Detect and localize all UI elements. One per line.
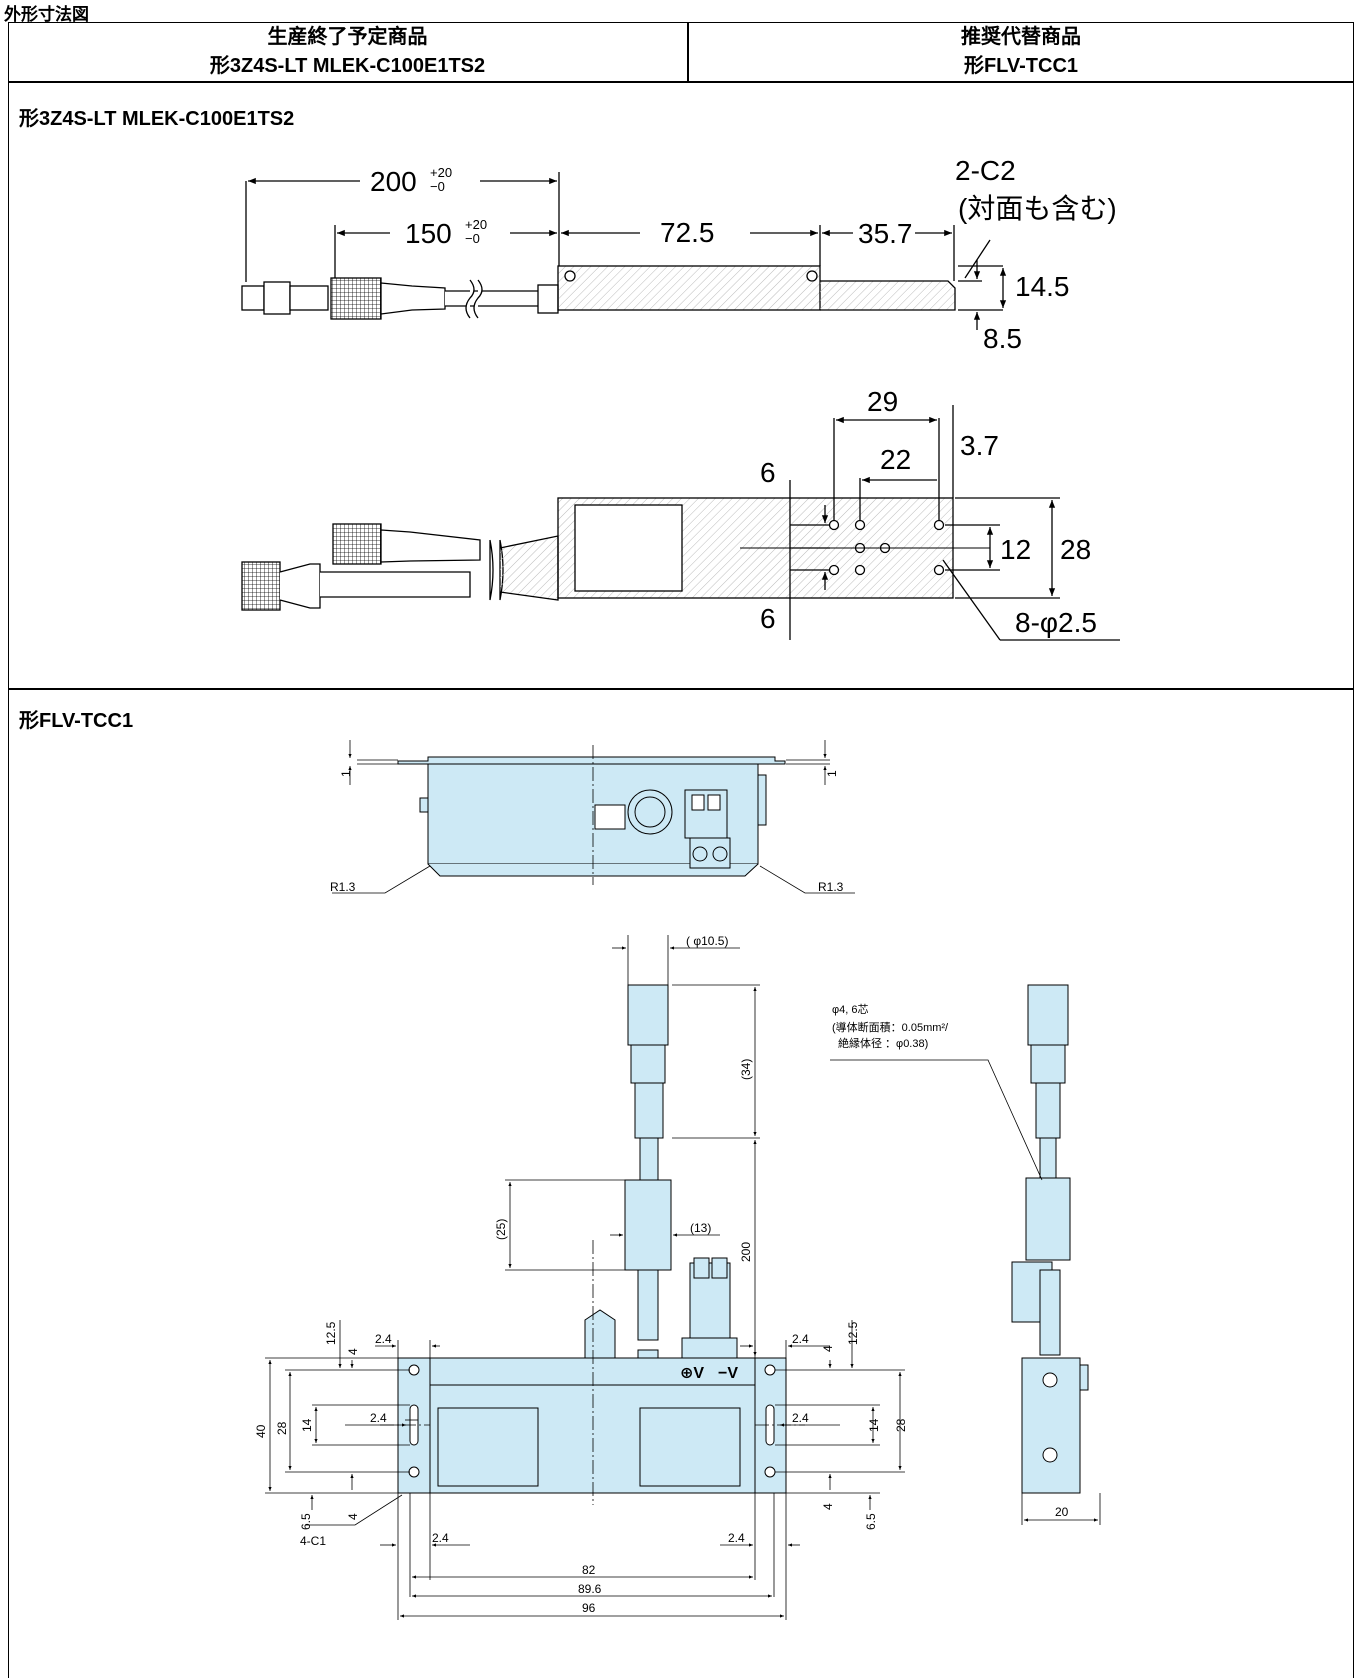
- flv-dim-13: (13): [690, 1221, 711, 1235]
- flv-dim-28-right: 28: [894, 1418, 908, 1432]
- table-header-replacement: 推奨代替商品 形FLV-TCC1: [688, 23, 1354, 81]
- flv-dim-r-right: R1.3: [818, 880, 844, 894]
- flv-dim-4-right-top: 4: [821, 1345, 835, 1352]
- flv-dim-2-4-bottom-left: 2.4: [432, 1531, 449, 1545]
- flv-cable-note-2: (導体断面積：0.05mm²/: [832, 1020, 949, 1034]
- dim-3-7: 3.7: [960, 430, 999, 461]
- flv-cable-note-1: φ4, 6芯: [832, 1002, 868, 1016]
- page-header: 外形寸法図: [4, 5, 89, 25]
- flv-dim-200: 200: [739, 1242, 753, 1262]
- flv-side-view: [1011, 984, 1089, 1494]
- header-col1-line1: 生産終了予定商品: [267, 26, 428, 48]
- flv-dim-2-4-bottom-right: 2.4: [728, 1531, 745, 1545]
- dim-200-tol-plus: +20: [430, 165, 452, 180]
- section2-title: 形FLV-TCC1: [19, 710, 134, 732]
- flv-dim-2-4-mid-right: 2.4: [792, 1411, 809, 1425]
- flv-dim-82: 82: [582, 1563, 596, 1577]
- dim-200-tol-minus: −0: [430, 179, 445, 194]
- header-col2-line1: 推奨代替商品: [961, 26, 1081, 48]
- flv-minus-v-label: −V: [718, 1365, 738, 1382]
- dim-2-c2: 2-C2: [955, 155, 1016, 186]
- dim-6-top: 6: [760, 457, 776, 488]
- flv-dim-1-right: 1: [825, 770, 839, 777]
- flv-dim-34: (34): [739, 1059, 753, 1080]
- dim-6-bottom: 6: [760, 603, 776, 634]
- flv-dim-12-5-right: 12.5: [846, 1321, 860, 1345]
- column-divider: [687, 22, 689, 82]
- header-divider: [8, 81, 1354, 83]
- flv-plus-v-label: ⊕V: [680, 1365, 704, 1382]
- flv-dim-1-left: 1: [339, 770, 353, 777]
- dim-28: 28: [1060, 534, 1091, 565]
- dim-35-7: 35.7: [858, 218, 913, 249]
- dim-c2-note: (対面も含む): [958, 193, 1117, 224]
- side-view-connector: [241, 277, 559, 320]
- flv-dim-89-6: 89.6: [578, 1582, 602, 1596]
- dim-12: 12: [1000, 534, 1031, 565]
- flv-front-cable: [624, 984, 672, 1403]
- flv-dim-2-4-top-right: 2.4: [792, 1332, 809, 1346]
- dim-8-5: 8.5: [983, 323, 1022, 354]
- flv-dim-r-left: R1.3: [330, 880, 356, 894]
- section-divider: [8, 688, 1354, 690]
- dim-150-tol-plus: +20: [465, 217, 487, 232]
- side-view-body: [557, 265, 956, 311]
- dim-150-tol-minus: −0: [465, 231, 480, 246]
- dim-29: 29: [867, 386, 898, 417]
- flv-side-dim-20: 20: [1055, 1505, 1069, 1519]
- table-frame: [8, 22, 1354, 1678]
- flv-dim-40: 40: [254, 1424, 268, 1438]
- flv-dim-4-right-bottom: 4: [821, 1503, 835, 1510]
- flv-terminal-block: [584, 1257, 738, 1361]
- table-header-discontinued: 生産終了予定商品 形3Z4S-LT MLEK-C100E1TS2: [8, 23, 687, 81]
- dim-22: 22: [880, 444, 911, 475]
- flv-dim-6-5-right: 6.5: [864, 1513, 878, 1530]
- flv-dim-4-left-top: 4: [346, 1348, 360, 1355]
- flv-dim-6-5-left: 6.5: [299, 1513, 313, 1530]
- flv-dim-4-left-bottom: 4: [346, 1513, 360, 1520]
- dim-150: 150: [405, 218, 452, 249]
- flv-dim-25: (25): [494, 1219, 508, 1240]
- header-col1-line2: 形3Z4S-LT MLEK-C100E1TS2: [209, 55, 486, 77]
- flv-dim-10-5: ( φ10.5): [686, 934, 728, 948]
- flv-dim-4-c1: 4-C1: [300, 1534, 326, 1548]
- header-col2-line2: 形FLV-TCC1: [963, 55, 1079, 77]
- section1-title: 形3Z4S-LT MLEK-C100E1TS2: [19, 108, 295, 130]
- flv-dim-2-4-mid-left: 2.4: [370, 1411, 387, 1425]
- flv-dim-2-4-top-left: 2.4: [375, 1332, 392, 1346]
- flv-dim-12-5-left: 12.5: [324, 1321, 338, 1345]
- flv-dim-28-left: 28: [275, 1421, 289, 1435]
- dim-14-5: 14.5: [1015, 271, 1070, 302]
- dim-200: 200: [370, 166, 417, 197]
- dim-holes: 8-φ2.5: [1015, 607, 1097, 638]
- flv-top-view: [397, 756, 786, 877]
- dim-72-5: 72.5: [660, 217, 715, 248]
- flv-dim-96: 96: [582, 1601, 596, 1615]
- flv-dim-14-left: 14: [300, 1418, 314, 1432]
- flv-dim-14-right: 14: [867, 1418, 881, 1432]
- top-view-connector: [241, 523, 559, 611]
- flv-cable-note-3: 絶縁体径 ：φ0.38): [838, 1036, 928, 1050]
